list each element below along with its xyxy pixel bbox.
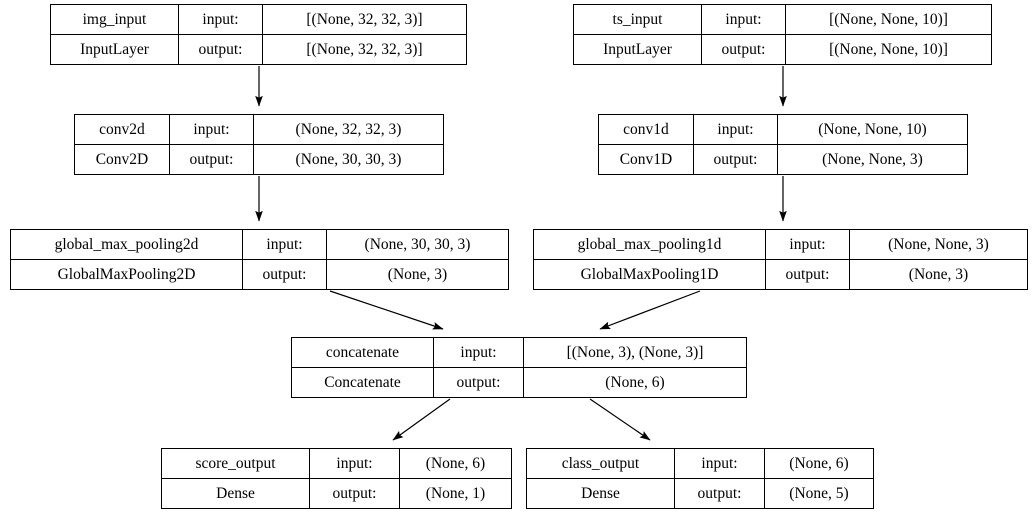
input-shape-value: [(None, 32, 32, 3)] bbox=[263, 5, 466, 35]
edge-concatenate-to-score_output bbox=[392, 398, 451, 441]
input-label: input: bbox=[702, 5, 786, 35]
input-shape-value: (None, 30, 30, 3) bbox=[327, 230, 508, 260]
layer-name: global_max_pooling1d bbox=[534, 230, 766, 260]
input-shape-value: (None, 32, 32, 3) bbox=[254, 115, 443, 145]
output-shape-value: (None, 5) bbox=[789, 484, 849, 502]
layer-class-name: GlobalMaxPooling1D bbox=[534, 259, 766, 289]
output-label: output: bbox=[702, 34, 786, 64]
layer-name: conv1d bbox=[599, 115, 694, 145]
edge-global_max_pooling2d-to-concatenate bbox=[329, 290, 444, 330]
output-shape-value: (None, 1) bbox=[425, 484, 486, 502]
output-shape-value: (None, None, 3) bbox=[822, 150, 923, 168]
output-label: output: bbox=[179, 34, 263, 64]
input-shape-value: (None, 6) bbox=[765, 449, 873, 479]
input-label: input: bbox=[694, 115, 778, 145]
input-label: input: bbox=[766, 230, 850, 260]
layer-class-name: Dense bbox=[527, 478, 675, 508]
input-shape-value: (None, None, 10) bbox=[778, 115, 967, 145]
layer-name: concatenate bbox=[292, 338, 434, 368]
output-shape-value: [(None, None, 10)] bbox=[829, 40, 948, 58]
output-shape-value: (None, 3) bbox=[387, 265, 448, 283]
layer-name: score_output bbox=[162, 449, 310, 479]
layer-name: ts_input bbox=[574, 5, 702, 35]
layer-class-name: InputLayer bbox=[51, 34, 179, 64]
layer-name: img_input bbox=[51, 5, 179, 35]
layer-class-name: GlobalMaxPooling2D bbox=[11, 259, 243, 289]
input-shape-value: (None, None, 3) bbox=[850, 230, 1027, 260]
layer-class-name: Conv2D bbox=[75, 144, 170, 174]
input-label: input: bbox=[675, 449, 765, 479]
layer-class-name: Conv1D bbox=[599, 144, 694, 174]
input-shape-value: [(None, 3), (None, 3)] bbox=[524, 338, 746, 368]
input-label: input: bbox=[243, 230, 327, 260]
output-label: output: bbox=[766, 259, 850, 289]
output-label: output: bbox=[434, 367, 524, 397]
input-label: input: bbox=[170, 115, 254, 145]
input-label: input: bbox=[434, 338, 524, 368]
output-shape-value: (None, 6) bbox=[605, 373, 665, 391]
edge-global_max_pooling1d-to-concatenate bbox=[599, 290, 701, 330]
layer-class-name: Concatenate bbox=[292, 367, 434, 397]
layer-name: class_output bbox=[527, 449, 675, 479]
input-label: input: bbox=[310, 449, 400, 479]
input-shape-value: [(None, None, 10)] bbox=[786, 5, 991, 35]
output-shape-value: [(None, 32, 32, 3)] bbox=[306, 40, 423, 58]
layer-class-name: Dense bbox=[162, 478, 310, 508]
output-label: output: bbox=[675, 478, 765, 508]
output-label: output: bbox=[243, 259, 327, 289]
output-label: output: bbox=[694, 144, 778, 174]
layer-class-name: InputLayer bbox=[574, 34, 702, 64]
output-label: output: bbox=[310, 478, 400, 508]
edge-concatenate-to-class_output bbox=[589, 398, 651, 441]
output-shape-value: (None, 30, 30, 3) bbox=[295, 150, 402, 168]
output-shape-value: (None, 3) bbox=[908, 265, 969, 283]
layer-name: conv2d bbox=[75, 115, 170, 145]
input-label: input: bbox=[179, 5, 263, 35]
output-label: output: bbox=[170, 144, 254, 174]
input-shape-value: (None, 6) bbox=[400, 449, 511, 479]
layer-name: global_max_pooling2d bbox=[11, 230, 243, 260]
